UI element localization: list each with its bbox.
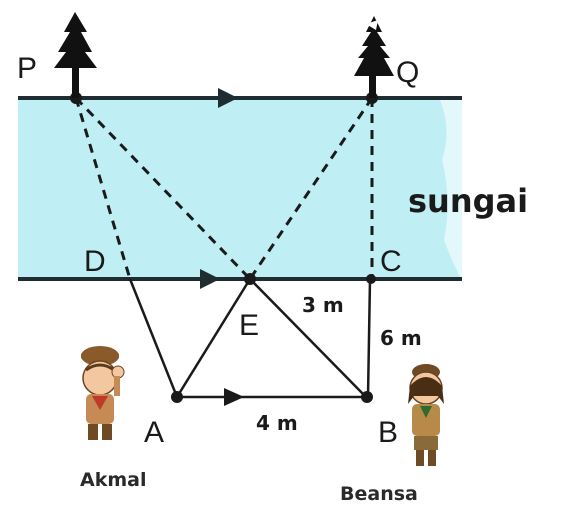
label-a: A bbox=[144, 416, 164, 449]
girl-scout-icon bbox=[408, 364, 444, 466]
far-bank-arrow bbox=[218, 88, 238, 108]
label-d: D bbox=[84, 245, 106, 278]
label-p: P bbox=[17, 52, 37, 85]
point-a bbox=[171, 391, 183, 403]
construction-lines bbox=[128, 278, 372, 399]
label-q: Q bbox=[396, 56, 419, 89]
sight-line-p-e bbox=[74, 96, 252, 281]
measure-cb: 6 m bbox=[380, 326, 422, 350]
near-bank-arrow bbox=[200, 269, 220, 289]
segment-a-e bbox=[175, 278, 252, 398]
boy-scout-icon bbox=[81, 346, 125, 440]
label-e: E bbox=[239, 309, 259, 342]
measure-ab: 4 m bbox=[256, 411, 298, 435]
river-label: sungai bbox=[408, 182, 528, 220]
point-b bbox=[361, 391, 373, 403]
label-c: C bbox=[380, 245, 402, 278]
point-c bbox=[366, 274, 376, 284]
ab-arrow bbox=[224, 388, 244, 406]
river-edge-wave bbox=[440, 100, 462, 280]
point-e bbox=[244, 273, 256, 285]
segment-c-b bbox=[366, 278, 372, 398]
river bbox=[18, 100, 462, 280]
tree-icon bbox=[354, 16, 394, 98]
character-name-left: Akmal bbox=[80, 469, 146, 491]
measure-ec: 3 m bbox=[302, 293, 344, 317]
label-b: B bbox=[378, 416, 398, 449]
segment-e-b bbox=[249, 278, 367, 398]
tree-icon bbox=[54, 12, 97, 98]
sight-line-q-e bbox=[248, 97, 374, 280]
segment-d-a bbox=[128, 278, 179, 398]
sight-lines bbox=[74, 96, 374, 281]
character-name-right: Beansa bbox=[340, 483, 418, 505]
